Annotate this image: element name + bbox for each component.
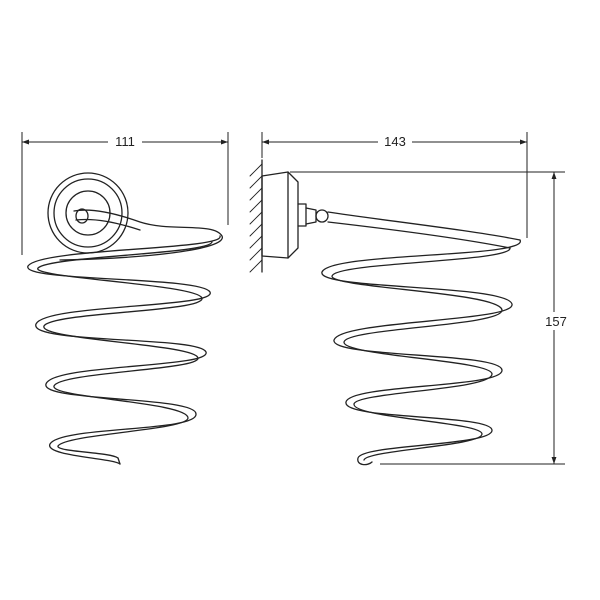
front-width-label: 111	[115, 134, 135, 149]
front-view	[27, 172, 223, 465]
wall-hatching	[249, 163, 263, 273]
side-depth-dimension: 143	[261, 132, 528, 238]
side-coil-outer	[321, 239, 521, 466]
side-depth-label: 143	[384, 134, 406, 149]
side-coil-inner	[331, 247, 511, 461]
front-width-dimension: 111	[21, 132, 229, 255]
support-arm	[59, 209, 223, 261]
wall-mount	[261, 171, 299, 259]
spiral-coil-outer	[27, 235, 221, 465]
side-arm	[327, 211, 521, 241]
height-dimension: 157	[290, 171, 570, 465]
side-view	[249, 159, 521, 466]
height-label: 157	[545, 314, 567, 329]
spiral-coil-inner	[37, 241, 213, 459]
